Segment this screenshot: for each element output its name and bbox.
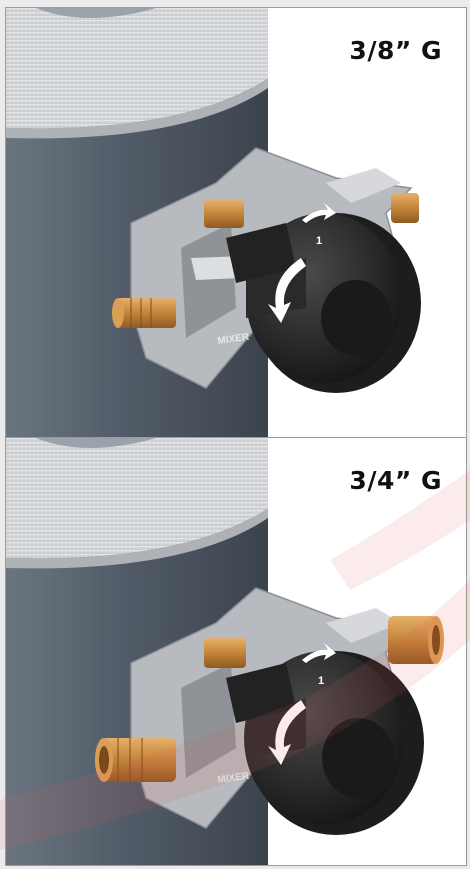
size-label: 3/4” G	[349, 466, 442, 495]
tank-lid	[6, 438, 268, 559]
size-label: 3/8” G	[349, 36, 442, 65]
outlet-fitting-top	[204, 616, 444, 668]
mixer-label: MIXER	[217, 332, 251, 347]
tank-illustration-top: MIXER 1	[6, 8, 421, 437]
bypass-knob	[226, 213, 421, 393]
inlet-fitting	[112, 298, 176, 328]
panel-3-8-inch: MIXER 1 3/8” G	[5, 7, 467, 438]
mixer-label: MIXER	[217, 771, 251, 786]
dial-number: 1	[318, 675, 324, 687]
tank-illustration-bottom: MIXER 1	[6, 438, 444, 865]
dial-number: 1	[316, 235, 322, 247]
arrow-icon	[268, 700, 306, 765]
outlet-fitting-top	[204, 193, 419, 228]
bypass-knob	[226, 651, 424, 835]
panel-3-4-inch: MIXER 1 3/4” G	[5, 437, 467, 866]
tank-lid	[6, 8, 268, 129]
arrow-icon	[268, 258, 306, 323]
inlet-fitting	[95, 738, 176, 782]
